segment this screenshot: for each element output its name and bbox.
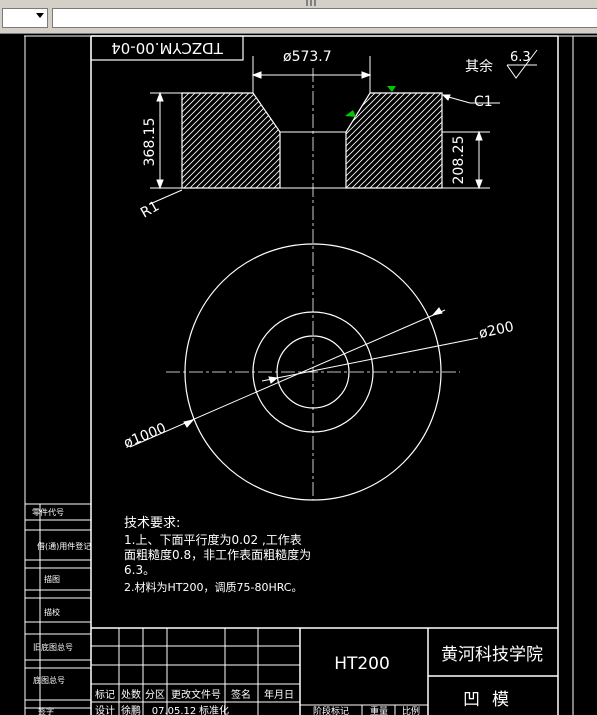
surface-rest-label: 其余 [465, 58, 493, 75]
title-block-grid [91, 627, 558, 715]
chevron-down-icon[interactable] [36, 13, 44, 18]
strip-item-6: 底图总号 [33, 675, 65, 685]
strip-item-3: 描图 [44, 574, 60, 584]
dim-left-height [150, 91, 182, 190]
tech-line-2: 面粗糙度0.8，非工作表面粗糙度为 [124, 547, 311, 562]
row2-date: 07.05.12 [152, 706, 197, 715]
header-change-doc: 更改文件号 [171, 688, 221, 701]
scale-label: 比例 [402, 705, 420, 715]
title-school: 黄河科技学院 [441, 645, 543, 665]
roughness-icon [506, 49, 538, 79]
tech-line-3: 6.3。 [124, 563, 155, 577]
dim-right-height-text: 208.25 [451, 136, 467, 185]
drawing-code-box: TDZCYM.00-04 [90, 35, 244, 61]
dim-right-height [442, 130, 490, 190]
header-date: 年月日 [264, 688, 294, 701]
dim-inner-text: ø200 [478, 319, 516, 342]
weight-label: 重量 [370, 705, 388, 715]
strip-item-5: 旧底图总号 [33, 642, 73, 652]
cad-drawing-canvas[interactable]: TDZCYM.00-04 ø573.7 其余 6.3 C1 368.15 [0, 34, 597, 715]
dim-top [251, 56, 372, 93]
drawing-code-text: TDZCYM.00-04 [111, 39, 224, 57]
title-part-name: 凹模 [463, 690, 521, 710]
toolbar-field[interactable] [52, 8, 597, 28]
title-headers: 标记 处数 分区 更改文件号 签名 年月日 [95, 688, 294, 701]
drawing-frame [24, 35, 597, 715]
left-strip-labels: 零件代号 借(通)用件登记 描图 描校 旧底图总号 底图总号 签字 [32, 507, 91, 715]
cad-toolbar [0, 0, 597, 34]
header-zone: 分区 [145, 689, 165, 701]
layer-dropdown[interactable] [2, 8, 48, 28]
dim-top-text: ø573.7 [283, 49, 332, 65]
toolbar-grip-icon[interactable] [306, 0, 316, 6]
header-sign: 签名 [231, 688, 251, 701]
title-material: HT200 [334, 654, 390, 674]
left-strip-table [24, 503, 91, 715]
strip-item-7: 签字 [38, 706, 54, 715]
tech-line-1: 1.上、下面平行度为0.02 ,工作表 [124, 532, 302, 547]
row2-standard: 标准化 [199, 704, 229, 715]
tech-requirements: 技术要求: 1.上、下面平行度为0.02 ,工作表 面粗糙度0.8，非工作表面粗… [124, 516, 311, 594]
tech-title: 技术要求: [124, 516, 180, 531]
grip-marker-icon [345, 86, 396, 117]
title-row-2: 设计 徐鹏 07.05.12 标准化 [95, 704, 229, 715]
stage-label: 阶段标记 [313, 705, 349, 715]
tech-line-4: 2.材料为HT200，调质75-80HRC。 [124, 580, 303, 594]
header-count: 处数 [121, 688, 141, 701]
radius-label: R1 [138, 198, 162, 221]
dim-outer-leader [129, 307, 446, 448]
chamfer-leader [441, 94, 500, 104]
surface-rest-value: 6.3 [510, 50, 531, 65]
chamfer-label: C1 [474, 94, 493, 110]
section-view [181, 68, 443, 500]
strip-item-1: 零件代号 [32, 507, 64, 517]
dim-outer-text: ø1000 [122, 420, 169, 451]
strip-item-2: 借(通)用件登记 [37, 541, 91, 551]
strip-item-4: 描校 [44, 607, 60, 617]
row2-designer: 徐鹏 [121, 704, 141, 715]
dim-inner-leader [261, 337, 479, 384]
header-mark: 标记 [95, 689, 115, 701]
dim-left-height-text: 368.15 [142, 118, 158, 167]
row2-design: 设计 [95, 704, 115, 715]
plan-view [166, 243, 460, 501]
radius-leader [149, 189, 183, 205]
